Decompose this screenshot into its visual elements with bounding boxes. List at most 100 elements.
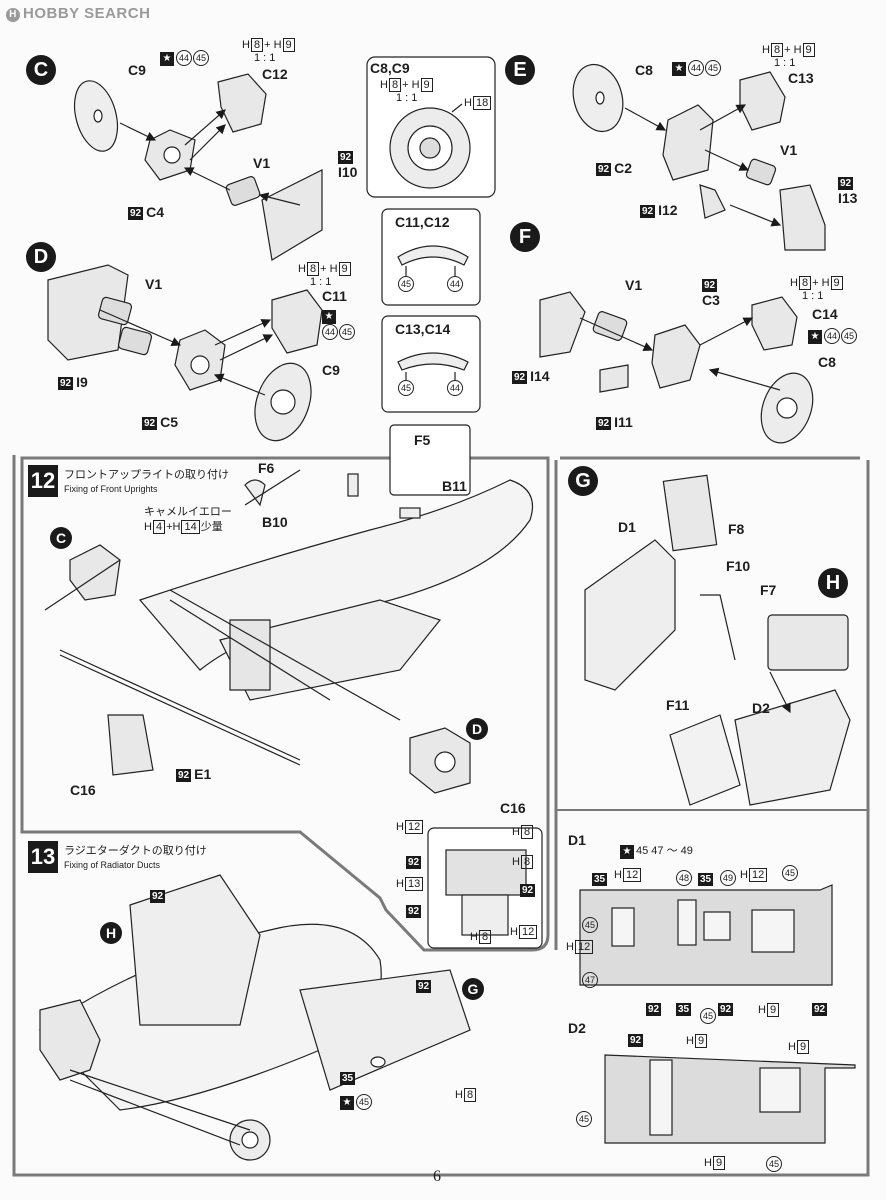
- d1-92-right: 92: [812, 1003, 828, 1016]
- part-f8: F8: [728, 521, 745, 537]
- part-c16: C16: [70, 782, 96, 798]
- step-12-title-jp: フロントアップライトの取り付け: [64, 469, 229, 481]
- d1-49: 49: [720, 870, 737, 886]
- logo-icon: H: [6, 8, 20, 22]
- part-c9-d: C9: [322, 362, 340, 378]
- d1-92-bottom: 92: [646, 1003, 662, 1016]
- d1-35-bottom: 35: [676, 1003, 692, 1016]
- part-c13: C13: [788, 70, 814, 86]
- part-c14: C14: [812, 306, 838, 322]
- part-f6: F6: [258, 460, 275, 476]
- star-icon: ★: [672, 62, 686, 76]
- page-number: 6: [433, 1168, 441, 1185]
- part-f11: F11: [666, 697, 690, 713]
- step-12-number: 12: [28, 465, 58, 497]
- part-v1-f: V1: [625, 277, 643, 293]
- d1-45-left: 45: [582, 917, 599, 933]
- d1-45-top: 45: [782, 865, 799, 881]
- paint-44-c11: 44: [447, 276, 464, 292]
- paint-44-c13: 44: [447, 380, 464, 396]
- star-icon: ★: [340, 1096, 354, 1110]
- part-c8-e: C8: [635, 62, 653, 78]
- part-c8-f: C8: [818, 354, 836, 370]
- part-c11: C11: [322, 288, 347, 304]
- d2-45-left: 45: [576, 1111, 593, 1127]
- ref-h-badge: H: [100, 922, 122, 944]
- c13c14-title: C13,C14: [395, 321, 451, 337]
- d1-paint-range: ★45 47 〜 49: [620, 842, 693, 859]
- step-13-number: 13: [28, 841, 58, 873]
- section-g-badge: G: [568, 466, 598, 496]
- section-h-badge: H: [818, 568, 848, 598]
- d1-35-mid: 35: [698, 873, 714, 886]
- part-b10: B10: [262, 514, 288, 530]
- c16-92-left: 92: [406, 856, 422, 869]
- section-e-badge: E: [505, 55, 535, 85]
- part-b11: B11: [442, 478, 467, 494]
- paint-45-c11: 45: [398, 276, 415, 292]
- ref-d-badge: D: [466, 718, 488, 740]
- part-f10: F10: [726, 558, 751, 574]
- d1-47: 47: [582, 972, 599, 988]
- step13-35: 35: [340, 1072, 356, 1085]
- d1-detail-title: D1: [568, 832, 586, 848]
- paint-45-c13: 45: [398, 380, 415, 396]
- section-c-badge: C: [26, 55, 56, 85]
- part-v1-d: V1: [145, 276, 163, 292]
- step-13-title-jp: ラジエターダクトの取り付け: [64, 845, 207, 857]
- part-v1-c: V1: [253, 155, 271, 171]
- d1-35-left: 35: [592, 873, 608, 886]
- ref-g-badge: G: [462, 978, 484, 1000]
- star-icon: ★: [620, 845, 634, 859]
- part-f5: F5: [414, 432, 431, 448]
- part-d1: D1: [618, 519, 636, 535]
- part-d2: D2: [752, 700, 770, 716]
- star-icon: ★: [808, 330, 822, 344]
- d2-45-bottom: 45: [766, 1156, 783, 1172]
- star-icon: ★: [322, 310, 336, 324]
- part-f7: F7: [760, 582, 777, 598]
- step13-92-duct: 92: [150, 890, 166, 903]
- d1-48: 48: [676, 870, 693, 886]
- d1-45-bottom: 45: [700, 1008, 717, 1024]
- section-f-badge: F: [510, 222, 540, 252]
- section-d-badge: D: [26, 242, 56, 272]
- c11c12-title: C11,C12: [395, 214, 450, 230]
- color-note: キャメルイエロー: [144, 506, 232, 518]
- step13-paint-45: ★45: [340, 1094, 373, 1110]
- d2-92: 92: [628, 1034, 644, 1047]
- step13-92-right: 92: [416, 980, 432, 993]
- c16-detail-title: C16: [500, 800, 526, 816]
